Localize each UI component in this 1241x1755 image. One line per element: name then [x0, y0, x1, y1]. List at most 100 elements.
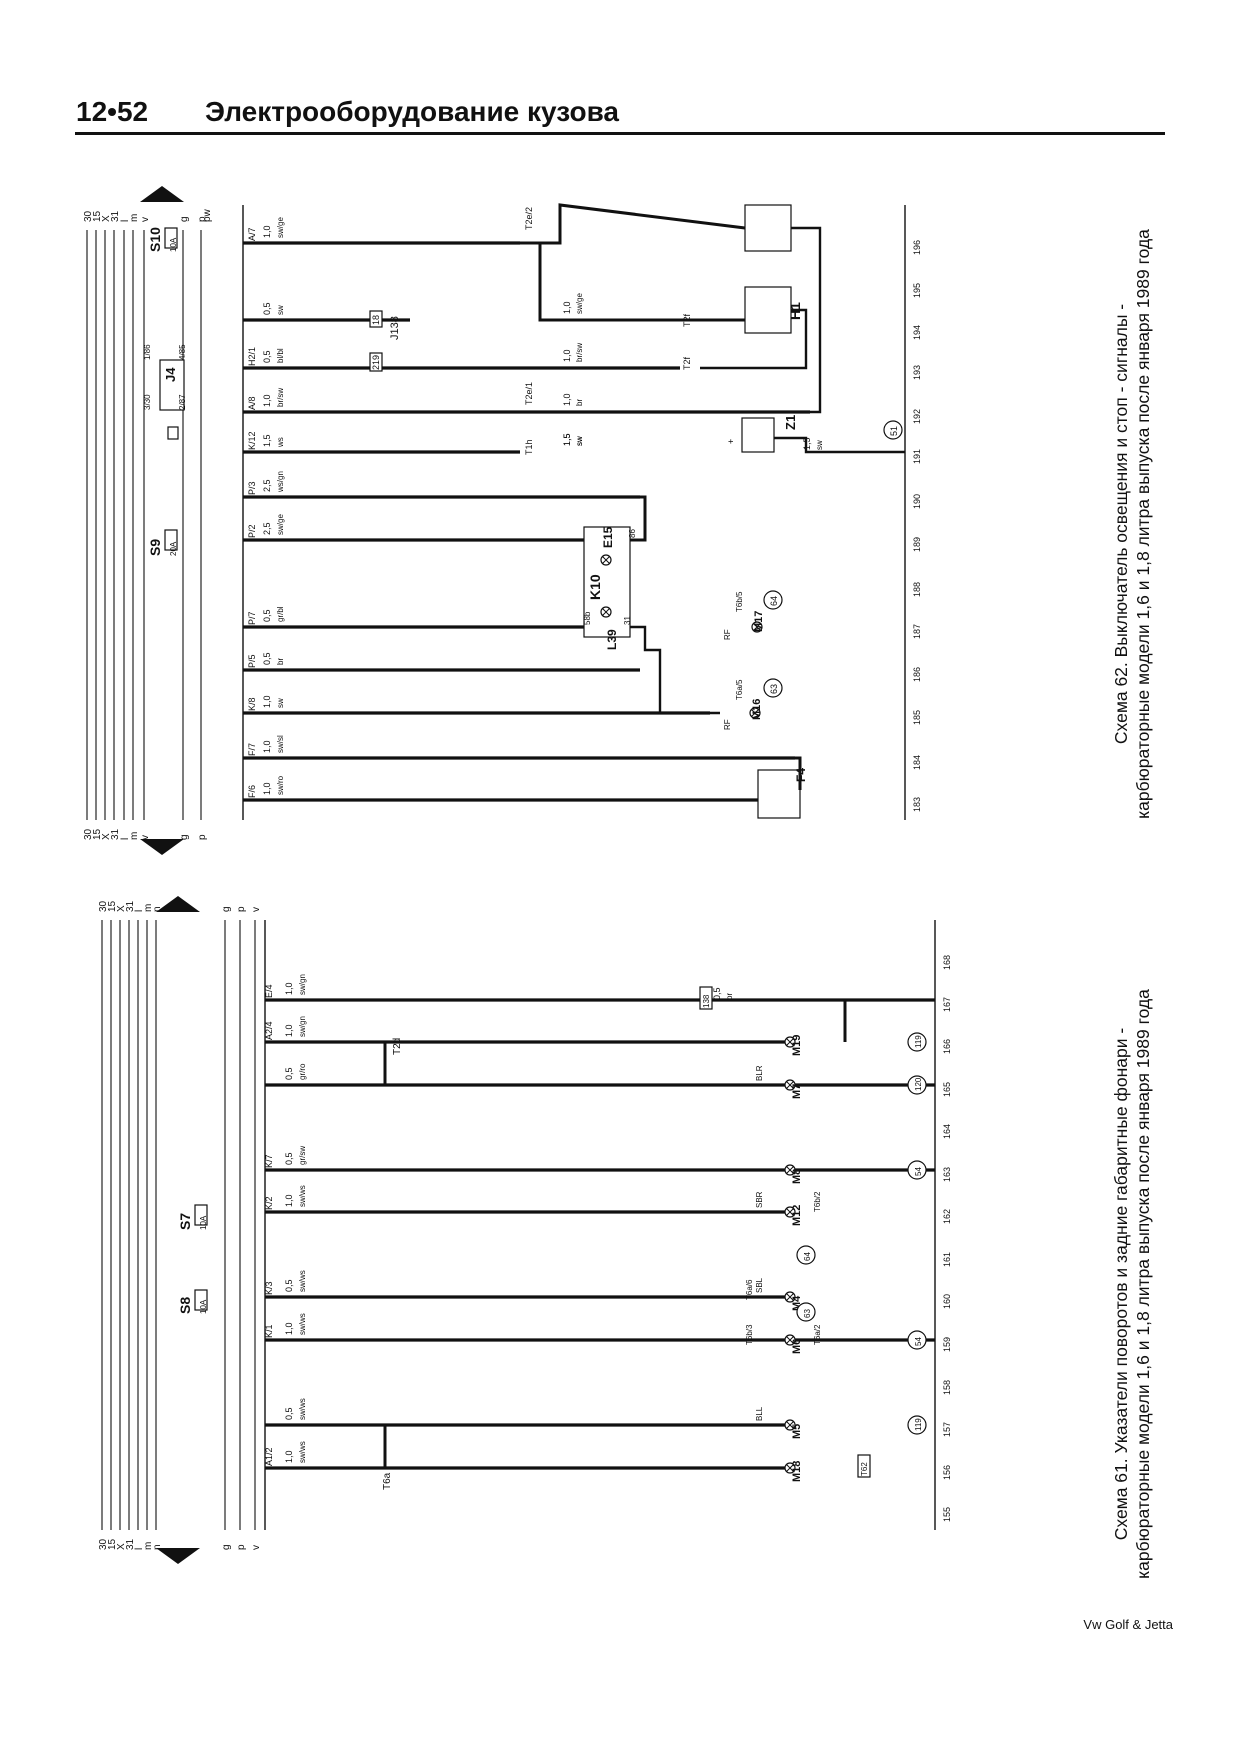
lamp-m17-cross-b: [753, 623, 761, 631]
connector-K/12: K/12: [247, 431, 257, 450]
column-number-193: 193: [912, 365, 922, 380]
connector61-K/2: K/2: [264, 1196, 274, 1210]
label-s8-rating: 10A: [199, 1299, 208, 1314]
wire-color-right-1: br: [575, 399, 584, 406]
rail-label-top-15: 15: [92, 210, 103, 222]
wire-size-11: 1,0: [262, 225, 272, 238]
column61-number-168: 168: [942, 955, 952, 970]
wire-z1-ground: [774, 436, 905, 454]
lamp-l39-cross-b: [602, 608, 610, 616]
wire-color-4: gr/bl: [276, 606, 285, 622]
connector-F/7: F/7: [247, 743, 257, 756]
wire-color-10: sw: [276, 305, 285, 315]
ref61-circle-54a: [907, 1330, 927, 1350]
wire-size-right-4: 1,5: [562, 433, 572, 446]
label-s7-rating: 10A: [199, 1215, 208, 1230]
lamp-label-SBR: SBR: [755, 1191, 764, 1208]
ref61-circle-64: [796, 1245, 816, 1265]
label-s7: S7: [177, 1213, 193, 1230]
pin-rf-m17: RF: [723, 629, 732, 640]
label-t6a5: T6a/5: [735, 679, 744, 700]
rail61-label-top-X: X: [116, 905, 127, 912]
pin-plus: +: [726, 439, 736, 444]
wire-size-2: 1,0: [262, 695, 272, 708]
column61-number-155: 155: [942, 1507, 952, 1522]
column-number-196: 196: [912, 240, 922, 255]
ref-219: 219: [371, 355, 381, 370]
wire61-color-7: sw/gn: [298, 1016, 307, 1037]
wire61-size-3: 0,5: [284, 1279, 294, 1292]
rail-label-bottom-15: 15: [92, 828, 103, 840]
lamp-label-BLR: BLR: [755, 1065, 764, 1081]
wire61-size-4: 1,0: [284, 1194, 294, 1207]
rail-label-bottom-l: l: [120, 838, 131, 840]
caption-scheme-61: Схема 61. Указатели поворотов и задние г…: [1110, 884, 1154, 1684]
page-number: 12•52: [76, 96, 149, 127]
column-number-184: 184: [912, 755, 922, 770]
connector-P/2: P/2: [247, 524, 257, 538]
label-M5: M5: [791, 1424, 803, 1439]
wire-size-8: 1,0: [262, 394, 272, 407]
column61-number-164: 164: [942, 1124, 952, 1139]
lamp-M7-cross-b: [786, 1081, 794, 1089]
j4-pin-4-85: 4/85: [178, 344, 187, 360]
ref-box-219: [369, 352, 383, 372]
wire61-size-8: 1,0: [284, 982, 294, 995]
arrow-down-62: [140, 839, 184, 855]
rail61-label-top-15: 15: [107, 900, 118, 912]
label-t2e2: T2e/2: [524, 207, 534, 230]
lamp-M6-cross-b: [786, 1336, 794, 1344]
section-title: Электрооборудование кузова: [205, 96, 619, 127]
label-M8: M8: [791, 1169, 803, 1184]
rail61-label-bottom-15: 15: [107, 1538, 118, 1550]
connector61-K/1: K/1: [264, 1324, 274, 1338]
label-t6b2: T6b/2: [813, 1191, 822, 1212]
label-s9: S9: [147, 539, 163, 556]
rail-label-top-X: X: [101, 215, 112, 222]
label-k10: K10: [587, 574, 603, 600]
column-number-195: 195: [912, 283, 922, 298]
horn-h1-a: [744, 204, 792, 252]
ref61-circle-119b: [907, 1032, 927, 1052]
j4-pin-3-30: 3/30: [143, 394, 152, 410]
wire-size-6: 2,5: [262, 479, 272, 492]
footer-book-title: Vw Golf & Jetta: [1083, 1617, 1173, 1632]
wire61-size-1: 0,5: [284, 1407, 294, 1420]
label-m17: M17: [753, 611, 765, 632]
ref61-box-138: [699, 986, 713, 1010]
relay-marker-62: [167, 426, 179, 440]
fuse-s9: [164, 529, 178, 551]
rail61-label-bottom-31: 31: [125, 1538, 136, 1550]
rail61-label-top-p: p: [236, 906, 247, 912]
rail61-label-bottom-v: v: [251, 1545, 262, 1550]
wire-color-7: ws: [276, 437, 285, 448]
label-M19: M19: [791, 1035, 803, 1056]
ref61-119b: 119: [914, 1035, 923, 1048]
wire-size-right-1: 1,0: [562, 393, 572, 406]
rail61-label-top-31: 31: [125, 900, 136, 912]
wire-horn-feed: [520, 241, 745, 322]
wire61-size-138: 0,5: [712, 987, 722, 1000]
ref-circle-51: [883, 420, 903, 440]
label-e15: E15: [601, 526, 615, 548]
column61-number-167: 167: [942, 997, 952, 1012]
wire-size-right-0: 1,5: [562, 433, 572, 446]
lamp-label-BLL: BLL: [755, 1406, 764, 1421]
ref61-63: 63: [803, 1309, 812, 1318]
arrow-up-61: [156, 896, 200, 912]
wire-size-9: 0,5: [262, 350, 272, 363]
rail61-label-bottom-g: g: [221, 1544, 232, 1550]
label-t2e1: T2e/1: [524, 382, 534, 405]
rail61-label-top-l: l: [134, 910, 145, 912]
column61-number-161: 161: [942, 1252, 952, 1267]
ref61-circle-54b: [907, 1160, 927, 1180]
arrow-up-62: [140, 186, 184, 202]
ref61-t62: T62: [860, 1462, 869, 1476]
column-number-191: 191: [912, 449, 922, 464]
lamp-label-SBL: SBL: [755, 1277, 764, 1293]
rail61-label-bottom-p: p: [236, 1544, 247, 1550]
wire-size-10: 0,5: [262, 302, 272, 315]
label-t1h: T1h: [524, 439, 534, 455]
rail-label-top-31: 31: [110, 210, 121, 222]
